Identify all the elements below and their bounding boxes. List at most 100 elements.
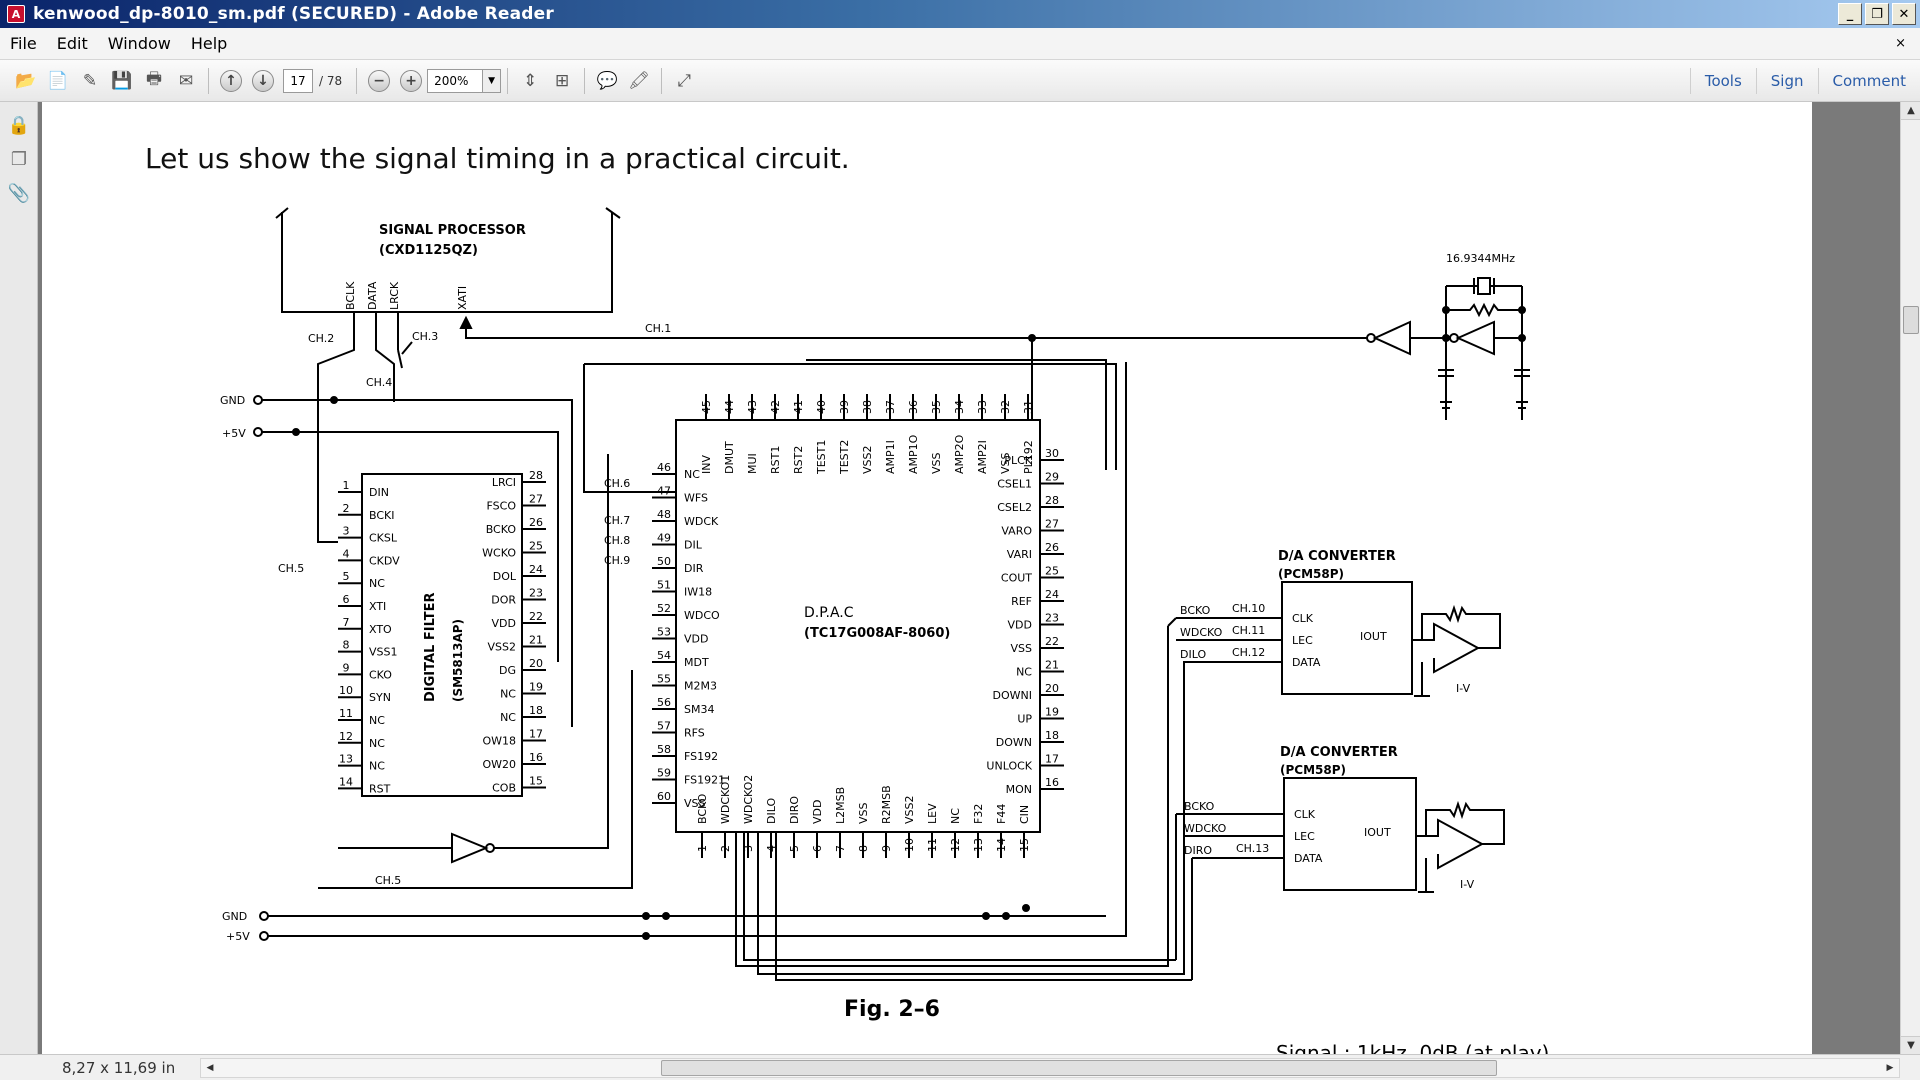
comment-icon[interactable]: 💬 <box>596 70 618 91</box>
sp-part: (CXD1125QZ) <box>379 243 478 258</box>
dpac-pin-number: 55 <box>657 673 671 686</box>
dpac-pin-name: FS1921 <box>684 774 725 787</box>
open-icon[interactable]: 📂 <box>15 70 37 91</box>
df-pin-number: 28 <box>529 469 543 482</box>
menu-window[interactable]: Window <box>107 34 171 53</box>
menu-edit[interactable]: Edit <box>56 34 88 53</box>
lock-icon[interactable]: 🔒 <box>7 114 31 136</box>
dpac-pin-number: 40 <box>815 400 828 414</box>
dpac-pin-number: 48 <box>657 508 671 521</box>
close-button[interactable]: ✕ <box>1892 3 1916 25</box>
gnd-bottom-label: GND <box>222 910 247 923</box>
read-mode-icon[interactable]: ⤢ <box>677 70 691 91</box>
dpac-pin-name: PL192 <box>1022 440 1035 474</box>
df-pin-number: 2 <box>343 502 350 515</box>
figure-caption: Fig. 2–6 <box>844 997 940 1022</box>
df-pin-name: NC <box>369 714 385 727</box>
dpac-pin-number: 23 <box>1045 612 1059 625</box>
highlight-icon[interactable]: 🖍 <box>628 70 650 91</box>
fit-page-icon[interactable]: ⇕ <box>523 70 538 91</box>
fit-width-icon[interactable]: ⊞ <box>555 70 570 91</box>
ch5-bottom-label: CH.5 <box>375 874 401 887</box>
scroll-up-icon[interactable]: ▲ <box>1901 102 1920 120</box>
df-pin-name: OW20 <box>482 758 516 771</box>
dpac-pin-number: 60 <box>657 790 671 803</box>
dpac-pin-name: F44 <box>995 804 1008 824</box>
df-pin-name: XTO <box>369 623 392 636</box>
zoom-dropdown-icon[interactable]: ▼ <box>483 68 502 93</box>
attachment-icon[interactable]: 📎 <box>7 182 31 204</box>
page-number-input[interactable]: 17 <box>283 68 313 93</box>
tools-link[interactable]: Tools <box>1689 68 1756 94</box>
zoom-out-button[interactable]: − <box>365 67 393 95</box>
next-page-button[interactable]: ↓ <box>249 67 277 95</box>
vertical-scrollbar[interactable]: ▲ ▼ <box>1900 102 1920 1054</box>
df-pin-name: LRCI <box>492 476 516 489</box>
dpac-pin-number: 8 <box>857 845 870 852</box>
dac2-pin-data: DATA <box>1294 852 1323 865</box>
dpac-pin-name: VSS <box>857 802 870 824</box>
sign-link[interactable]: Sign <box>1755 68 1818 94</box>
vertical-scroll-thumb[interactable] <box>1903 306 1919 334</box>
dpac-pin-number: 17 <box>1045 753 1059 766</box>
df-pin-number: 24 <box>529 563 543 576</box>
df-pin-number: 25 <box>529 540 543 553</box>
minimize-button[interactable]: _ <box>1838 3 1862 25</box>
pdf-page: Let us show the signal timing in a pract… <box>42 102 1812 1054</box>
dpac-pin-name: VDD <box>1008 619 1032 632</box>
df-pin-name: CKO <box>369 668 392 681</box>
dpac-pin-number: 20 <box>1045 682 1059 695</box>
zoom-input[interactable]: 200% <box>427 68 484 93</box>
dac2-in-wdcko: WDCKO <box>1184 822 1227 835</box>
dpac-pin-number: 37 <box>884 400 897 414</box>
save-icon[interactable]: 💾 <box>111 70 133 91</box>
scroll-down-icon[interactable]: ▼ <box>1901 1036 1920 1054</box>
email-icon[interactable]: ✉ <box>178 70 194 91</box>
dpac-pin-number: 54 <box>657 649 671 662</box>
horizontal-scrollbar[interactable]: ◀ ▶ <box>200 1058 1900 1078</box>
dpac-pin-number: 28 <box>1045 494 1059 507</box>
menu-help[interactable]: Help <box>190 34 228 53</box>
zoom-in-button[interactable]: + <box>397 67 425 95</box>
close-document-button[interactable]: × <box>1895 36 1906 51</box>
gnd-top-label: GND <box>220 394 245 407</box>
dpac-bottom-pins: 1BCKO2WDCKO13WDCKO24DILO5DIRO6VDD7L2MSB8… <box>696 775 1031 858</box>
dac1-part: (PCM58P) <box>1278 567 1344 581</box>
dpac-pin-number: 43 <box>746 400 759 414</box>
dpac-pin-name: F32 <box>972 804 985 824</box>
dac2-pin-lec: LEC <box>1294 830 1315 843</box>
pages-icon[interactable]: ❐ <box>10 148 28 170</box>
dpac-pin-number: 26 <box>1045 541 1059 554</box>
dpac-pin-number: 39 <box>838 400 851 414</box>
dpac-pin-number: 35 <box>930 400 943 414</box>
crystal-label: 16.9344MHz <box>1446 252 1515 265</box>
dpac-pin-number: 49 <box>657 532 671 545</box>
dpac-top-pins: 45INV44DMUT43MUI42RST141RST240TEST139TES… <box>700 394 1035 475</box>
scroll-left-icon[interactable]: ◀ <box>206 1063 214 1073</box>
ch4-label: CH.4 <box>366 376 392 389</box>
menu-file[interactable]: File <box>10 34 37 53</box>
sp-pin-data: DATA <box>366 281 379 310</box>
edit-icon[interactable]: ✎ <box>82 70 98 91</box>
horizontal-scroll-thumb[interactable] <box>661 1060 1497 1076</box>
previous-page-button[interactable]: ↑ <box>217 67 245 95</box>
dpac-pin-name: CSEL1 <box>997 478 1032 491</box>
dpac-left-pins: 46NC47WFS48WDCK49DIL50DIR51IW1852WDCO53V… <box>652 461 725 810</box>
dpac-pin-number: 15 <box>1018 838 1031 852</box>
dac1-pin-lec: LEC <box>1292 634 1313 647</box>
scroll-right-icon[interactable]: ▶ <box>1886 1063 1894 1073</box>
sp-title: SIGNAL PROCESSOR <box>379 223 526 238</box>
comment-link[interactable]: Comment <box>1817 68 1920 94</box>
menu-bar: File Edit Window Help × <box>0 28 1920 60</box>
df-pin-name: NC <box>369 737 385 750</box>
maximize-button[interactable]: ❐ <box>1865 3 1889 25</box>
dpac-pin-name: AMP1O <box>907 434 920 474</box>
title-bar: A kenwood_dp-8010_sm.pdf (SECURED) - Ado… <box>0 0 1920 28</box>
dpac-pin-name: VSS2 <box>861 446 874 475</box>
create-pdf-icon[interactable]: 📄 <box>47 70 69 91</box>
dpac-pin-name: VARI <box>1007 548 1032 561</box>
print-icon[interactable]: 🖶 <box>145 69 163 89</box>
dpac-pin-name: CSEL2 <box>997 501 1032 514</box>
dpac-pin-name: VSS <box>930 452 943 474</box>
df-pin-number: 6 <box>343 593 350 606</box>
